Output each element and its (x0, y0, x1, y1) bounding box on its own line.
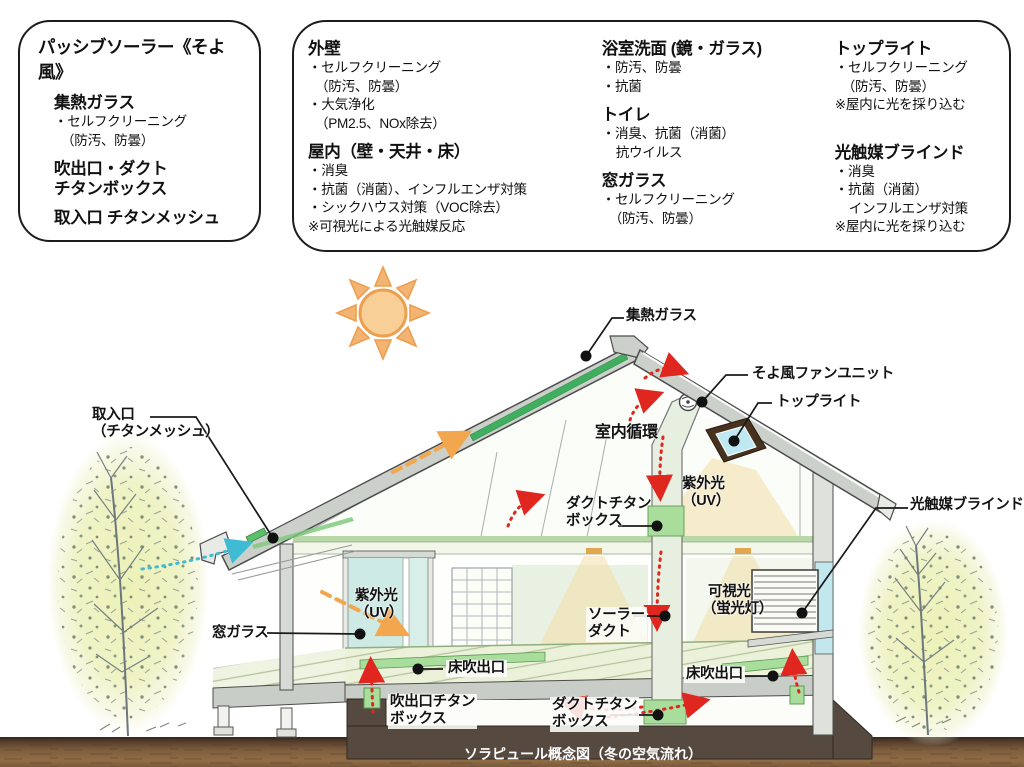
label-collector-glass: 集熱ガラス (626, 308, 697, 324)
walls (279, 469, 834, 736)
label-uv-attic: 紫外光 （UV） (682, 476, 730, 511)
porch (212, 648, 346, 738)
label-intake: 取入口 （チタンメッシュ） (92, 407, 220, 442)
light-cones (648, 458, 802, 542)
sunlight-arrows (320, 430, 473, 637)
label-line: ボックス (552, 714, 609, 731)
label-line: 吹出口チタン (390, 694, 476, 710)
legend-heading-intake: 取入口 チタンメッシュ (54, 209, 220, 228)
legend-heading-titan-box: チタンボックス (54, 180, 167, 199)
label-line: ダクトチタン (552, 697, 638, 713)
downlight-right-icon (735, 548, 751, 554)
legend-line: ・大気浄化 (308, 97, 375, 113)
legend-line: ・防汚、防曇 (601, 60, 682, 76)
legend-line: インフルエンザ対策 (848, 200, 969, 216)
duct-titan-box-upper (647, 505, 685, 537)
legend-line: ・抗菌（消菌）、インフルエンザ対策 (308, 181, 527, 197)
legend-line: ※屋内に光を採り込む (834, 219, 966, 235)
legend-line: ・セルフクリーニング (601, 192, 735, 208)
legend-line: ・抗菌 (601, 78, 642, 94)
outlet-box-right (789, 685, 805, 705)
legend-column-toplight: トップライト ・セルフクリーニング （防汚、防曇） ※屋内に光を採り込む 光触媒… (835, 30, 1009, 250)
legend-line: ・シックハウス対策（VOC除去） (308, 200, 509, 216)
legend-line: ※可視光による光触媒反応 (308, 218, 465, 234)
label-indoor-circulation: 室内循環 (595, 424, 658, 441)
label-line: ダクト (588, 624, 631, 641)
legend-line: 抗ウイルス (615, 144, 683, 160)
label-line: （蛍光灯） (702, 601, 773, 618)
legend-line: ・消臭、抗菌（消菌） (601, 126, 735, 142)
label-line: 取入口 (92, 407, 135, 423)
label-floor-outlet-right: 床吹出口 (684, 666, 745, 684)
label-duct-titan-lower: ダクトチタン ボックス (550, 697, 640, 732)
label-line: （UV） (355, 605, 403, 622)
legend-column-exterior: 外壁 ・セルフクリーニング （防汚、防曇） ・大気浄化 （PM2.5、NOx除去… (308, 30, 602, 250)
legend-heading-bath-mirror: 浴室洗面 (鏡・ガラス) (601, 40, 762, 58)
legend-heading-window-glass: 窓ガラス (601, 172, 667, 191)
legend-line: ・消臭 (834, 163, 875, 179)
legend-line: ・消臭 (308, 163, 348, 179)
shoji-screen (451, 567, 513, 651)
right-tree (857, 518, 1009, 746)
legend-line: （防汚、防曇） (608, 210, 702, 226)
label-floor-outlet-left: 床吹出口 (446, 660, 507, 678)
legend-title: パッシブソーラー《そよ風》 (38, 37, 226, 82)
photocatalyst-blind (747, 569, 834, 648)
legend-line: （防汚、防曇） (315, 78, 409, 94)
label-duct-titan-upper: ダクトチタン ボックス (566, 496, 652, 531)
label-line: ダクトチタン (566, 496, 652, 512)
legend-heading-exterior-wall: 外壁 (308, 40, 341, 58)
label-line: ソーラー (588, 607, 645, 623)
roof (199, 335, 897, 581)
legend-line: （防汚、防曇） (841, 78, 935, 94)
label-line: 可視光 (708, 584, 751, 600)
legend-heading-toilet: トイレ (601, 106, 651, 125)
label-line: ボックス (390, 711, 447, 728)
label-line: （UV） (682, 493, 730, 510)
label-line: ボックス (566, 513, 623, 530)
label-uv-window: 紫外光 （UV） (355, 588, 403, 623)
legend-line: ・セルフクリーニング (54, 114, 187, 130)
diagram-caption: ソラピュール概念図（冬の空気流れ） (464, 746, 702, 762)
left-tree (46, 431, 210, 737)
label-line: 紫外光 (682, 476, 725, 492)
legend-heading-outlet-duct: 吹出口・ダクト (54, 160, 168, 179)
label-window-glass: 窓ガラス (212, 625, 269, 641)
label-photocatalyst-blind: 光触媒ブラインド (910, 497, 1024, 513)
legend-line: ・抗菌（消菌） (834, 182, 928, 198)
legend-heading-indoor: 屋内（壁・天井・床） (308, 143, 471, 162)
legend-heading-collector-glass: 集熱ガラス (54, 94, 135, 112)
legend-photocatalyst-features: 外壁 ・セルフクリーニング （防汚、防曇） ・大気浄化 （PM2.5、NOx除去… (292, 20, 1011, 252)
leader-dots (267, 350, 808, 721)
intake-air-arrow (140, 538, 254, 571)
label-line: （チタンメッシュ） (92, 424, 220, 441)
label-fan-unit: そよ風ファンユニット (752, 366, 894, 382)
label-outlet-titan-box: 吹出口チタン ボックス (388, 694, 478, 729)
legend-passive-solar: パッシブソーラー《そよ風》 集熱ガラス ・セルフクリーニング （防汚、防曇） 吹… (18, 20, 261, 242)
legend-line: ・セルフクリーニング (308, 60, 441, 76)
legend-line: （PM2.5、NOx除去） (315, 115, 446, 131)
legend-line: （防汚、防曇） (61, 132, 155, 148)
legend-heading-toplight: トップライト (834, 40, 933, 58)
downlight-left-icon (586, 548, 602, 554)
label-visible-light: 可視光 （蛍光灯） (702, 584, 773, 619)
legend-heading-blind: 光触媒ブラインド (834, 143, 965, 162)
label-toplight: トップライト (776, 394, 862, 410)
sun-icon (334, 264, 432, 362)
label-line: 紫外光 (355, 588, 398, 604)
legend-line: ・セルフクリーニング (834, 60, 968, 76)
label-solar-duct: ソーラー ダクト (586, 607, 647, 642)
legend-line: ※屋内に光を採り込む (834, 97, 966, 113)
legend-column-bath: 浴室洗面 (鏡・ガラス) ・防汚、防曇 ・抗菌 トイレ ・消臭、抗菌（消菌） 抗… (602, 30, 835, 250)
